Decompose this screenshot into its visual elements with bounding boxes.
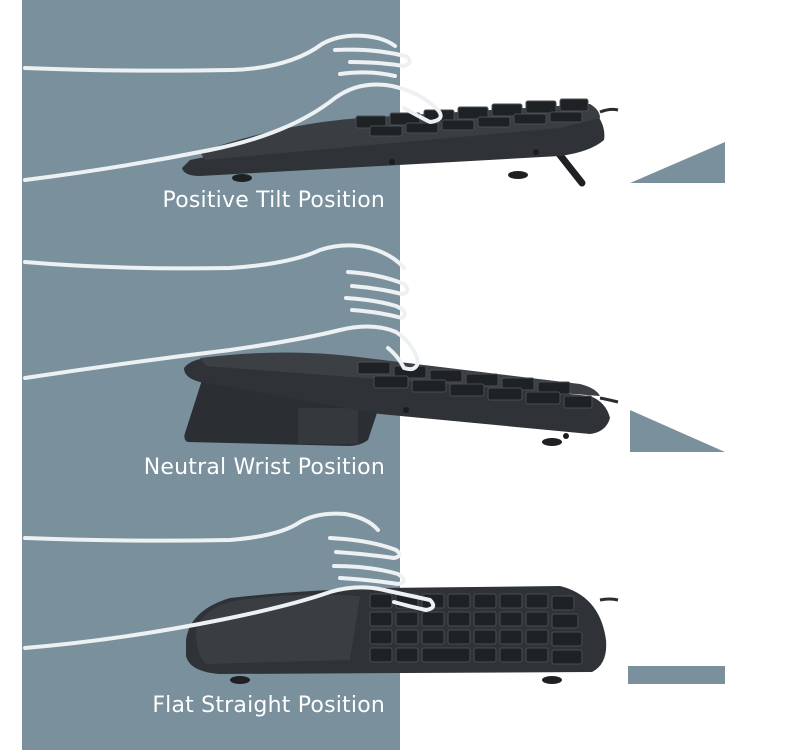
neutral-wedge-icon: [630, 410, 725, 452]
position-label-flat-straight: Flat Straight Position: [152, 693, 385, 718]
hand-outline-3: [23, 511, 436, 650]
tilt-wedge-icon: [630, 142, 725, 183]
keyboard-positive-tilt: [182, 98, 619, 187]
keyboard-flat-straight: [186, 586, 619, 684]
hand-outline-1: [23, 33, 443, 182]
keyboard-neutral-wrist: [184, 352, 619, 446]
hand-outline-2: [23, 243, 420, 380]
flat-bar-icon: [628, 666, 725, 684]
position-label-neutral-wrist: Neutral Wrist Position: [143, 455, 385, 480]
position-label-positive-tilt: Positive Tilt Position: [162, 188, 385, 213]
